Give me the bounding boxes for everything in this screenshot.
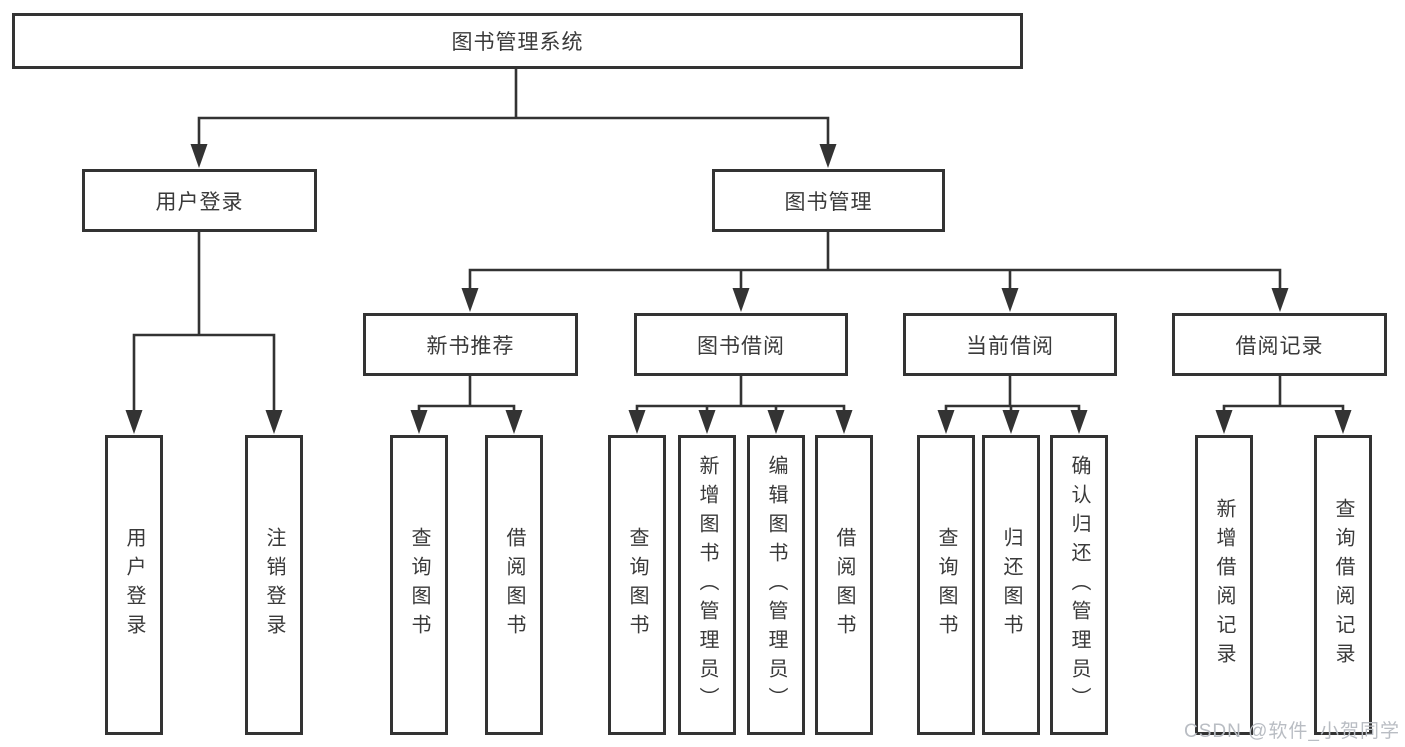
leaf-borrow-books-recommend: 借阅图书	[485, 435, 543, 735]
csdn-watermark: CSDN @软件_小贺同学	[1184, 721, 1400, 742]
node-user-login: 用户登录	[82, 169, 317, 232]
leaf-add-borrow-record: 新增借阅记录	[1195, 435, 1253, 735]
leaf-return-books: 归还图书	[982, 435, 1040, 735]
arrowhead	[1070, 410, 1088, 434]
arrowhead	[628, 410, 646, 434]
node-current-borrowing: 当前借阅	[903, 313, 1117, 376]
edge-root-to-level2	[197, 67, 830, 148]
leaf-confirm-return-admin: 确认归还（管理员）	[1050, 435, 1108, 735]
node-borrowing-records: 借阅记录	[1172, 313, 1387, 376]
arrowhead	[819, 144, 837, 168]
edge-bookmgmt-to-level3	[468, 230, 1282, 293]
node-new-book-recommendation: 新书推荐	[363, 313, 578, 376]
arrowhead	[732, 288, 750, 312]
arrowhead	[835, 410, 853, 434]
leaf-query-books-borrow: 查询图书	[608, 435, 666, 735]
arrowhead	[190, 144, 208, 168]
leaf-logout: 注销登录	[245, 435, 303, 735]
arrowhead	[1001, 288, 1019, 312]
edge-currentborrow-to-leaves	[944, 374, 1081, 415]
leaf-query-borrow-record: 查询借阅记录	[1314, 435, 1372, 735]
arrowhead	[1002, 410, 1020, 434]
edge-userlogin-to-leaves	[132, 230, 276, 414]
arrowhead	[125, 410, 143, 434]
leaf-query-books-recommend: 查询图书	[390, 435, 448, 735]
arrowhead	[767, 410, 785, 434]
leaf-query-books-current: 查询图书	[917, 435, 975, 735]
node-book-borrowing: 图书借阅	[634, 313, 848, 376]
arrowhead	[698, 410, 716, 434]
arrowhead	[410, 410, 428, 434]
leaf-add-book-admin: 新增图书（管理员）	[678, 435, 736, 735]
edge-bookborrow-to-leaves	[635, 374, 846, 415]
arrowhead	[1334, 410, 1352, 434]
arrowhead	[265, 410, 283, 434]
node-book-management: 图书管理	[712, 169, 945, 232]
leaf-user-login: 用户登录	[105, 435, 163, 735]
edge-newbook-to-leaves	[417, 374, 516, 415]
arrowhead	[1271, 288, 1289, 312]
edge-borrowrecord-to-leaves	[1222, 374, 1345, 415]
arrowhead	[937, 410, 955, 434]
leaf-edit-book-admin: 编辑图书（管理员）	[747, 435, 805, 735]
arrowhead	[1215, 410, 1233, 434]
arrowhead	[505, 410, 523, 434]
node-library-management-system: 图书管理系统	[12, 13, 1023, 69]
arrowhead	[461, 288, 479, 312]
leaf-borrow-books: 借阅图书	[815, 435, 873, 735]
